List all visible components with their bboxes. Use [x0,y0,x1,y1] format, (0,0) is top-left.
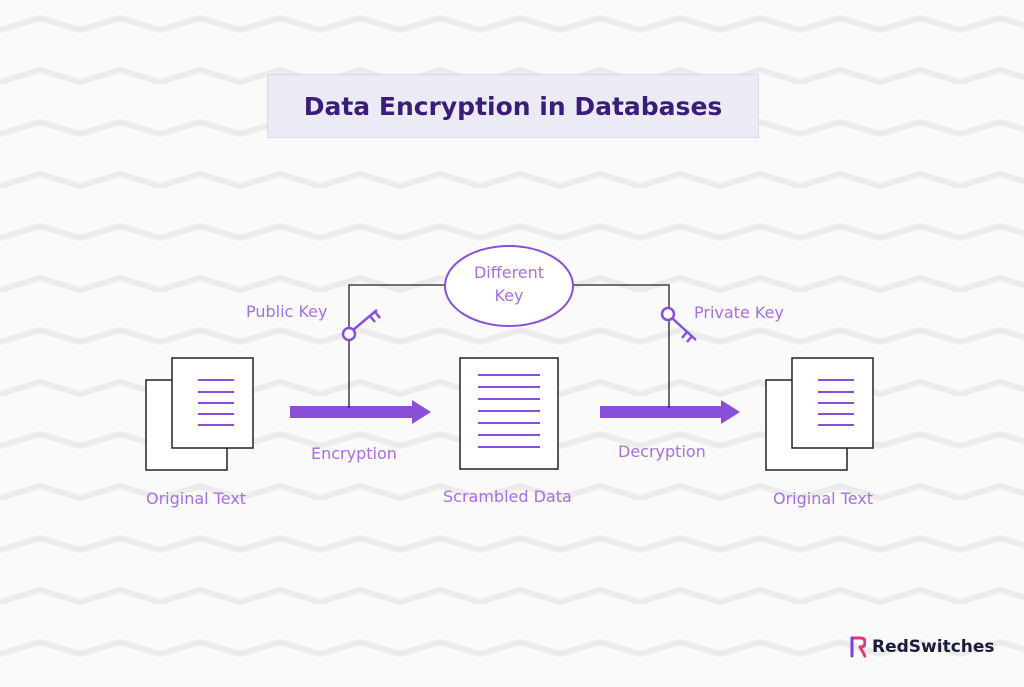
encryption-arrow-icon [290,400,431,424]
document-icon-left [145,357,254,471]
different-key-label: Different Key [466,263,552,305]
decryption-label: Decryption [618,442,706,461]
different-key-ellipse [444,245,574,327]
public-key-icon [341,309,381,342]
original-text-right-label: Original Text [773,489,874,508]
different-key-label-line1: Different [473,263,545,282]
title-banner: Data Encryption in Databases [267,74,759,138]
encryption-label: Encryption [311,444,397,463]
brand-name: RedSwitches [872,637,995,657]
redswitches-logo-icon [850,636,866,658]
page-title: Data Encryption in Databases [303,91,723,121]
public-key-label: Public Key [246,302,328,321]
scrambled-data-label: Scrambled Data [443,487,572,506]
decryption-arrow-icon [600,400,740,424]
private-key-icon [660,306,697,343]
document-icon-center [459,357,559,470]
original-text-left-label: Original Text [146,489,247,508]
document-icon-right [765,357,874,471]
key-connector-lines [348,284,670,408]
brand-logo: RedSwitches [850,636,995,658]
different-key-label-line2: Key [494,286,524,305]
private-key-label: Private Key [694,303,784,322]
